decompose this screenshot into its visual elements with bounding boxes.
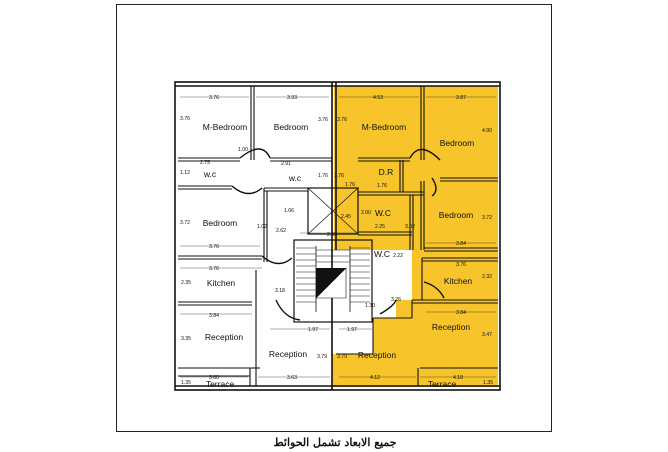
stair-treads xyxy=(296,247,370,303)
inner-walls-right xyxy=(336,86,498,386)
dim-label: 3.72 xyxy=(180,220,190,226)
dim-label: 1.30 xyxy=(365,303,375,309)
dim-label: 3.87 xyxy=(456,95,466,101)
dim-label: 2.62 xyxy=(276,228,286,234)
highlight-unit xyxy=(332,86,498,387)
dim-label: 2.32 xyxy=(482,274,492,280)
outer-walls xyxy=(174,81,501,391)
dim-label: 3.35 xyxy=(181,336,191,342)
room-label-bedroom-top-right: Bedroom xyxy=(440,138,475,148)
dim-label: 4.12 xyxy=(370,375,380,381)
dim-label: 1.35 xyxy=(181,380,191,386)
room-label-reception-center-left: Reception xyxy=(269,349,308,359)
dim-label: 3.02 xyxy=(405,224,415,230)
dim-label: 1.97 xyxy=(308,327,318,333)
room-label-m-bedroom-left: M-Bedroom xyxy=(203,122,247,132)
room-label-kitchen-right: Kitchen xyxy=(444,276,473,286)
lobby-curves xyxy=(231,148,445,321)
dim-label: 3.63 xyxy=(287,375,297,381)
room-label-wc-left-mid: w.c xyxy=(288,173,302,183)
dim-label: 3.84 xyxy=(456,241,466,247)
dim-label: 3.76 xyxy=(209,244,219,250)
room-label-wc-right: W.C xyxy=(375,208,391,218)
dim-label: 4.53 xyxy=(373,95,383,101)
dim-label: 3.76 xyxy=(456,262,466,268)
dim-label: 4.90 xyxy=(482,128,492,134)
stair-arrow-light xyxy=(315,267,347,299)
dim-label: 3.84 xyxy=(456,310,466,316)
dimension-labels: 3.76 3.93 4.53 3.87 3.76 3.76 3.76 4.90 … xyxy=(180,95,493,386)
inner-walls-left xyxy=(178,86,332,386)
dim-label: 3.72 xyxy=(482,215,492,221)
room-label-dr: D.R xyxy=(379,167,394,177)
dim-label: 3.76 xyxy=(209,95,219,101)
dimension-lines xyxy=(180,96,496,378)
dim-label: 2.00 xyxy=(361,210,371,216)
room-label-bedroom-top-left: Bedroom xyxy=(274,122,309,132)
dim-label: 3.26 xyxy=(391,297,401,303)
dim-label: 1.76 xyxy=(345,182,355,188)
room-label-m-bedroom-right: M-Bedroom xyxy=(362,122,406,132)
room-label-wc-left-small: w.c xyxy=(203,169,217,179)
dim-label: 1.02 xyxy=(257,224,267,230)
caption: جميع الابعاد تشمل الحوائط xyxy=(273,436,397,449)
dim-label: 2.22 xyxy=(393,253,403,259)
dim-label: 1.12 xyxy=(180,170,190,176)
dim-label: 1.76 xyxy=(377,183,387,189)
room-label-kitchen-left: Kitchen xyxy=(207,278,236,288)
room-label-bedroom-mid-left: Bedroom xyxy=(203,218,238,228)
dim-label: 3.76 xyxy=(318,117,328,123)
dim-label: 2.25 xyxy=(375,224,385,230)
dim-label: 1.76 xyxy=(318,173,328,179)
dim-label: 1.66 xyxy=(284,208,294,214)
dim-label: 3.76 xyxy=(337,117,347,123)
dim-label: 1.00 xyxy=(238,147,248,153)
room-labels: M-Bedroom Bedroom w.c w.c Bedroom Kitche… xyxy=(203,122,475,389)
dim-label: 4.18 xyxy=(453,375,463,381)
room-label-reception-center-right: Reception xyxy=(358,350,397,360)
dim-label: 2.50 xyxy=(327,232,337,238)
dim-label: 1.97 xyxy=(347,327,357,333)
dim-label: 2.35 xyxy=(181,280,191,286)
room-label-wc-right-small: W.C xyxy=(374,249,390,259)
dim-label: 2.45 xyxy=(341,214,351,220)
dim-label: 3.84 xyxy=(209,313,219,319)
dim-label: 3.60 xyxy=(209,375,219,381)
dim-label: 3.79 xyxy=(337,354,347,360)
dim-label: 2.91 xyxy=(281,161,291,167)
dim-label: 1.35 xyxy=(483,380,493,386)
dim-label: 3.18 xyxy=(275,288,285,294)
dim-label: 3.93 xyxy=(287,95,297,101)
dim-label: 3.47 xyxy=(482,332,492,338)
highlight-area xyxy=(332,86,498,387)
room-label-terrace-left: Terrace xyxy=(206,379,235,389)
dim-label: 3.79 xyxy=(317,354,327,360)
dim-label: 1.76 xyxy=(334,173,344,179)
room-label-reception-left: Reception xyxy=(205,332,244,342)
dim-label: 2.75 xyxy=(200,160,210,166)
room-label-terrace-right: Terrace xyxy=(428,379,457,389)
dim-label: 3.76 xyxy=(209,266,219,272)
dim-label: 3.76 xyxy=(180,116,190,122)
room-label-bedroom-mid-right: Bedroom xyxy=(439,210,474,220)
room-label-reception-right: Reception xyxy=(432,322,471,332)
